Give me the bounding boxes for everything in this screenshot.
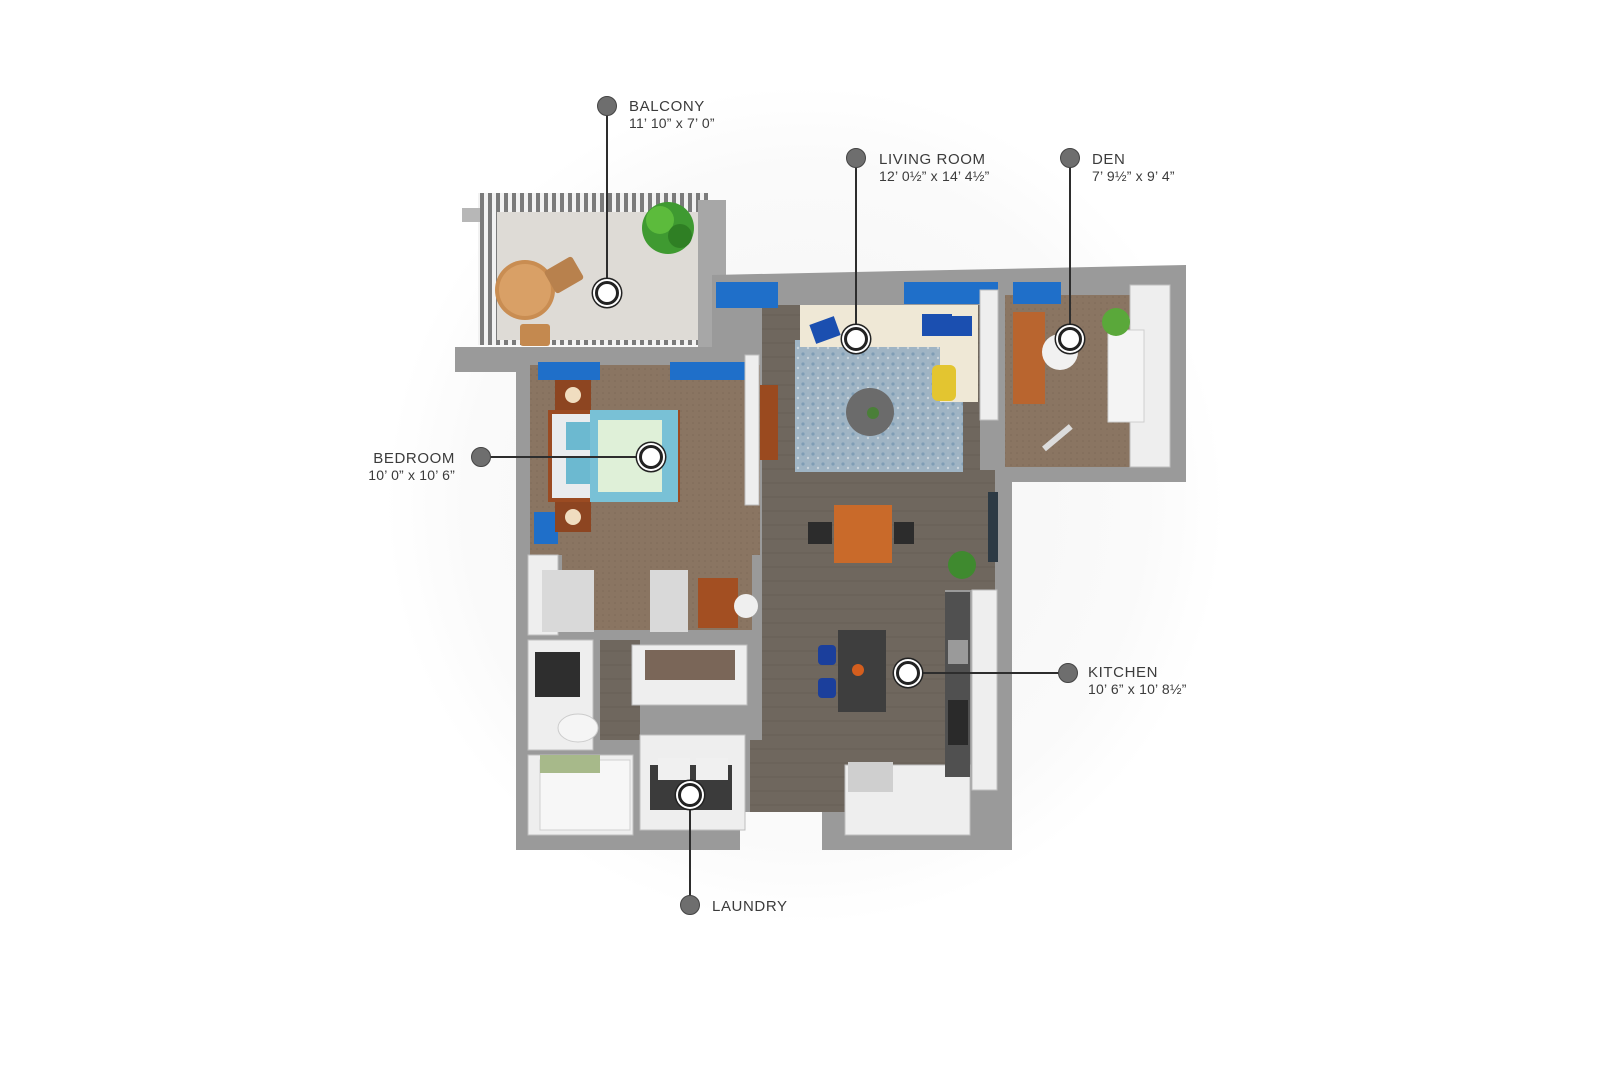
den-leader-line	[1069, 158, 1071, 338]
bedroom-label: BEDROOM 10’ 0” x 10’ 6”	[340, 450, 455, 483]
laundry-marker-dot	[680, 895, 700, 915]
bedroom-size: 10’ 0” x 10’ 6”	[368, 467, 455, 484]
den-name: DEN	[1092, 151, 1126, 168]
den-size: 7’ 9½” x 9’ 4”	[1092, 168, 1175, 185]
kitchen-name: KITCHEN	[1088, 664, 1159, 681]
bedroom-name: BEDROOM	[373, 450, 455, 467]
kitchen-label: KITCHEN 10’ 6” x 10’ 8½”	[1088, 664, 1187, 697]
living-room-hotspot[interactable]	[844, 327, 868, 351]
balcony-size: 11’ 10” x 7’ 0”	[629, 115, 715, 132]
laundry-hotspot[interactable]	[678, 783, 702, 807]
den-hotspot[interactable]	[1058, 327, 1082, 351]
living-room-leader-line	[855, 158, 857, 338]
bedroom-hotspot[interactable]	[639, 445, 663, 469]
balcony-name: BALCONY	[629, 98, 705, 115]
closets	[542, 570, 758, 680]
kitchen-size: 10’ 6” x 10’ 8½”	[1088, 681, 1187, 698]
kitchen-fixtures	[818, 592, 970, 792]
den-furniture	[1013, 308, 1145, 452]
living-room-marker-dot	[846, 148, 866, 168]
dining-table	[808, 492, 998, 579]
kitchen-hotspot[interactable]	[896, 661, 920, 685]
bedroom-leader-line	[481, 456, 651, 458]
living-room-label: LIVING ROOM 12’ 0½” x 14’ 4½”	[879, 151, 990, 184]
living-room-name: LIVING ROOM	[879, 151, 986, 168]
bedroom-marker-dot	[471, 447, 491, 467]
den-label: DEN 7’ 9½” x 9’ 4”	[1092, 151, 1175, 184]
laundry-leader-line	[689, 794, 691, 904]
living-room-size: 12’ 0½” x 14’ 4½”	[879, 168, 990, 185]
living-room-furniture	[760, 305, 978, 472]
balcony-leader-line	[606, 106, 608, 292]
balcony-area	[462, 193, 726, 348]
balcony-label: BALCONY 11’ 10” x 7’ 0”	[629, 98, 715, 131]
bathroom	[535, 652, 631, 831]
curtains	[534, 282, 1061, 544]
laundry-label: LAUNDRY	[712, 898, 788, 915]
laundry-machines	[650, 758, 732, 810]
kitchen-leader-line	[908, 672, 1068, 674]
balcony-marker-dot	[597, 96, 617, 116]
kitchen-marker-dot	[1058, 663, 1078, 683]
den-marker-dot	[1060, 148, 1080, 168]
laundry-name: LAUNDRY	[712, 898, 788, 915]
balcony-hotspot[interactable]	[595, 281, 619, 305]
